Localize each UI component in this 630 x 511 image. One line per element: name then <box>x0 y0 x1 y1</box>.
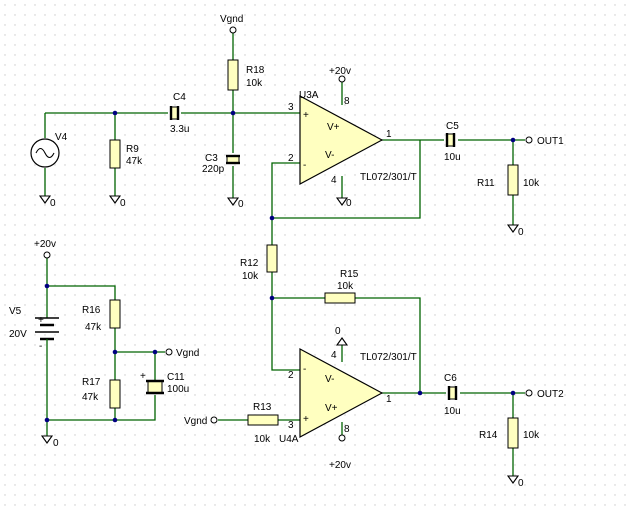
u4-vplus: V+ <box>325 403 338 414</box>
u4-pin2: 2 <box>288 370 294 381</box>
out1-label: OUT1 <box>537 136 564 147</box>
r14-value: 10k <box>523 430 540 441</box>
r18-resistor <box>227 59 239 91</box>
c3-name: C3 <box>205 153 218 164</box>
r16-value: 47k <box>85 322 102 333</box>
u3a-name: U3A <box>299 90 319 101</box>
junction-dots <box>44 110 516 423</box>
u4-pin4: 4 <box>331 350 337 361</box>
c11-capacitor <box>146 379 164 395</box>
u4-plus-sign: + <box>303 414 309 425</box>
r16-name: R16 <box>82 305 101 316</box>
r15-resistor <box>324 292 356 304</box>
c11-plus-sign: + <box>140 371 146 382</box>
r13-resistor <box>247 414 279 426</box>
r13-value: 10k <box>254 434 271 445</box>
u3-vplus: V+ <box>327 122 340 133</box>
r15-name: R15 <box>340 269 359 280</box>
u3-vminus: V- <box>325 150 334 161</box>
c11-value: 100u <box>167 384 189 395</box>
r18-name: R18 <box>246 65 265 76</box>
u3-pin2: 2 <box>288 153 294 164</box>
r14-ground-zero: 0 <box>518 478 524 489</box>
c6-value: 10u <box>444 406 461 417</box>
v4-ground-zero: 0 <box>50 198 56 209</box>
u4-part-label: TL072/301/T <box>360 352 417 363</box>
u3-pin8: 8 <box>344 96 350 107</box>
r12-value: 10k <box>242 271 259 282</box>
r11-ground-zero: 0 <box>518 227 524 238</box>
text-labels: Vgnd R18 10k C4 3.3u U3A +20v 8 3 + V+ V… <box>9 14 564 489</box>
r13-name: R13 <box>253 402 272 413</box>
ground-symbols <box>38 195 520 484</box>
c6-name: C6 <box>444 373 457 384</box>
u3-plus-sign: + <box>303 110 309 121</box>
v5-value: 20V <box>9 329 27 340</box>
v5-minus-sign: - <box>39 341 42 352</box>
u3-pin4: 4 <box>331 175 337 186</box>
c3-ground-zero: 0 <box>238 199 244 210</box>
v5-ground-zero: 0 <box>53 438 59 449</box>
r11-name: R11 <box>477 178 495 189</box>
u4-plus20-label: +20v <box>329 460 351 471</box>
u3a-opamp <box>299 94 384 186</box>
v5-plus-sign: + <box>38 315 44 326</box>
u3-pin3: 3 <box>288 102 294 113</box>
c3-value: 220p <box>202 164 225 175</box>
c11-name: C11 <box>167 372 185 383</box>
r14-name: R14 <box>479 430 498 441</box>
c6-capacitor <box>447 386 458 400</box>
r9-ground-zero: 0 <box>120 198 126 209</box>
r9-resistor <box>109 139 121 169</box>
u4-pin8: 8 <box>344 424 350 435</box>
c5-capacitor <box>445 133 456 147</box>
r17-value: 47k <box>82 392 99 403</box>
u4-minus-sign: - <box>303 364 306 375</box>
r15-value: 10k <box>337 281 354 292</box>
c3-capacitor <box>226 154 240 165</box>
r14-resistor <box>507 417 519 449</box>
r18-value: 10k <box>246 78 263 89</box>
r12-resistor <box>266 244 278 273</box>
vgnd-bottom-label: Vgnd <box>184 416 207 427</box>
c4-name: C4 <box>173 92 186 103</box>
r12-name: R12 <box>240 258 259 269</box>
vgnd-top-label: Vgnd <box>220 14 243 25</box>
c5-value: 10u <box>444 152 461 163</box>
c4-capacitor <box>169 106 180 120</box>
u3-minus-sign: - <box>303 160 306 171</box>
u4-pin3: 3 <box>288 420 294 431</box>
c5-name: C5 <box>446 121 459 132</box>
u4a-name: U4A <box>279 434 299 445</box>
vgnd-mid-label: Vgnd <box>176 348 199 359</box>
v5-battery <box>35 317 59 348</box>
u3-plus20-label: +20v <box>329 66 351 77</box>
r9-value: 47k <box>126 156 143 167</box>
u4-ground-zero: 0 <box>335 326 341 337</box>
u3-ground-zero: 0 <box>346 198 352 209</box>
terminals <box>43 26 533 442</box>
v4-ac-source <box>30 138 60 168</box>
r11-resistor <box>507 164 519 196</box>
u3-part-label: TL072/301/T <box>360 172 417 183</box>
v5-name: V5 <box>9 306 22 317</box>
r17-name: R17 <box>82 377 101 388</box>
u4-vminus: V- <box>325 374 334 385</box>
r11-value: 10k <box>523 178 540 189</box>
r17-resistor <box>109 379 121 409</box>
u4-pin1: 1 <box>386 394 392 405</box>
out2-label: OUT2 <box>537 389 564 400</box>
u4a-opamp <box>299 347 384 439</box>
r16-resistor <box>109 299 121 329</box>
v4-name: V4 <box>55 132 68 143</box>
c4-value: 3.3u <box>170 124 189 135</box>
u3-pin1: 1 <box>386 129 392 140</box>
v5-plus20-label: +20v <box>34 239 56 250</box>
r9-name: R9 <box>126 144 139 155</box>
